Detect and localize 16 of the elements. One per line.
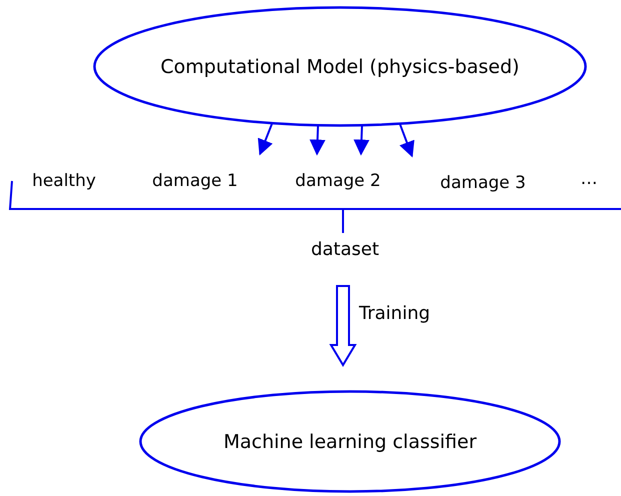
node-label: damage 3 xyxy=(440,173,526,193)
arrow xyxy=(258,123,273,156)
node-label: healthy xyxy=(32,171,96,191)
arrow xyxy=(310,126,326,156)
ellipse-node xyxy=(139,390,561,493)
arrow xyxy=(399,124,414,158)
ellipse-node xyxy=(93,6,587,127)
arrow xyxy=(354,126,370,156)
node-label: damage 1 xyxy=(152,171,238,191)
node-label: damage 2 xyxy=(295,171,381,191)
node-label: Computational Model (physics-based) xyxy=(160,56,520,78)
hollow-arrow xyxy=(329,285,357,367)
edge-label: Training xyxy=(359,303,430,324)
node-label: dataset xyxy=(310,238,380,260)
node-label: Machine learning classifier xyxy=(223,430,477,452)
node-label: … xyxy=(580,169,598,189)
